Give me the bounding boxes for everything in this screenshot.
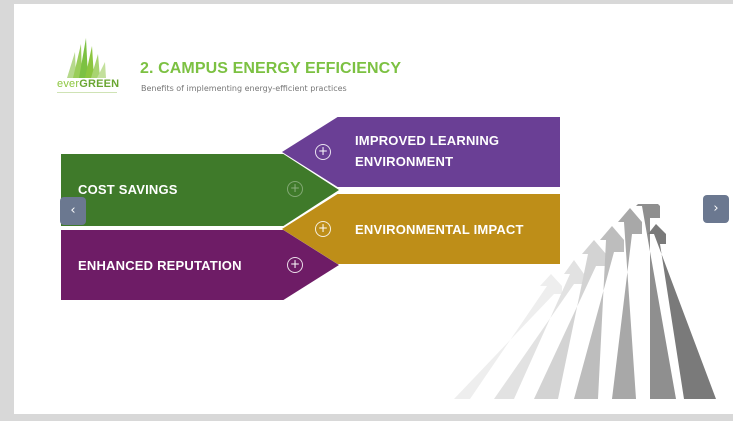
benefit-improved-learning[interactable]: + IMPROVED LEARNING ENVIRONMENT (282, 117, 560, 187)
benefit-label: ENVIRONMENTAL IMPACT (355, 222, 524, 237)
next-slide-button[interactable]: › (703, 195, 729, 223)
chevron-left-icon: ‹ (70, 203, 76, 218)
benefit-label-line2: ENVIRONMENT (355, 154, 454, 169)
logo-wordmark: everGREEN (57, 78, 119, 90)
logo-text-ever: ever (57, 78, 80, 90)
logo-underline (57, 92, 117, 93)
logo-grass-icon (67, 38, 106, 78)
benefit-environmental-impact[interactable]: + ENVIRONMENTAL IMPACT (282, 194, 560, 264)
benefit-label: COST SAVINGS (78, 182, 178, 197)
benefit-label-line1: IMPROVED LEARNING (355, 133, 500, 148)
plus-circle-icon[interactable]: + (287, 181, 303, 197)
plus-circle-icon[interactable]: + (287, 257, 303, 273)
plus-circle-icon[interactable]: + (315, 221, 331, 237)
benefit-label: ENHANCED REPUTATION (78, 258, 242, 273)
plus-circle-icon[interactable]: + (315, 144, 331, 160)
previous-slide-button[interactable]: ‹ (60, 197, 86, 225)
benefit-enhanced-reputation[interactable]: ENHANCED REPUTATION + (61, 230, 339, 300)
benefit-cost-savings[interactable]: COST SAVINGS + (61, 154, 339, 226)
chevron-right-icon: › (713, 201, 719, 216)
rising-arrows-graphic (454, 204, 716, 399)
page-subtitle: Benefits of implementing energy-efficien… (141, 84, 347, 93)
slide: everGREEN 2. CAMPUS ENERGY EFFICIENCY Be… (14, 4, 733, 414)
page-title: 2. CAMPUS ENERGY EFFICIENCY (140, 60, 402, 77)
evergreen-logo: everGREEN (57, 38, 123, 96)
logo-text-green: GREEN (79, 78, 120, 90)
